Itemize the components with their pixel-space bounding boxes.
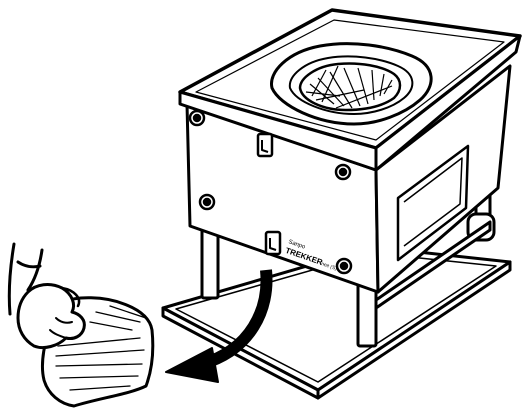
bolt-icon bbox=[200, 195, 214, 209]
hand-icon bbox=[18, 285, 84, 348]
hand-with-bag bbox=[9, 244, 153, 406]
bolt-icon bbox=[190, 111, 204, 125]
bolt-icon bbox=[337, 259, 351, 273]
lid-latch-icon bbox=[258, 134, 272, 156]
tray-latch-icon bbox=[266, 232, 280, 254]
bolt-icon bbox=[336, 165, 350, 179]
